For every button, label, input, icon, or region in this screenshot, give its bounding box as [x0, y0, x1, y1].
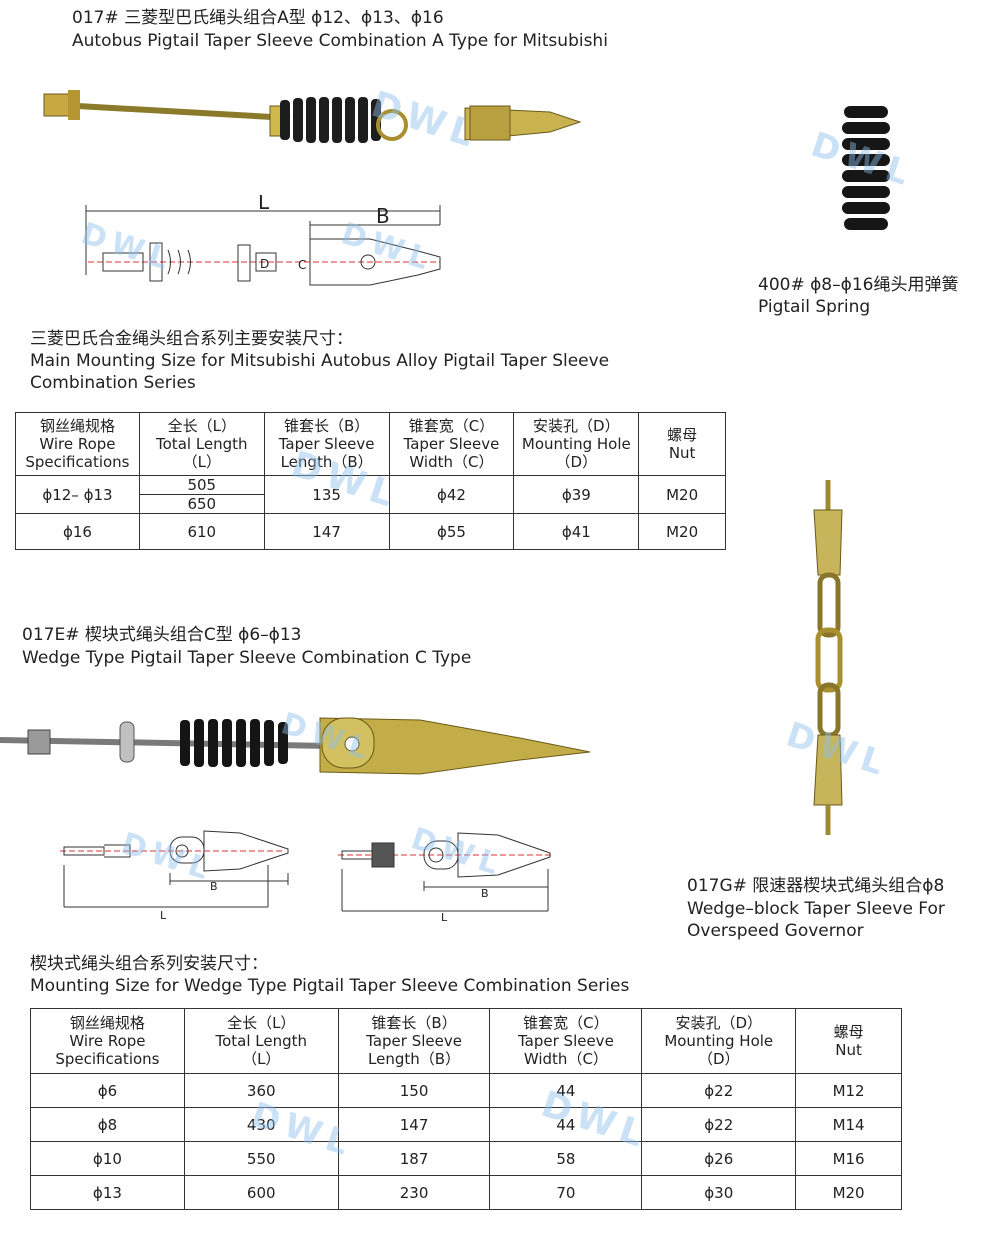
- cell-spec: ϕ12– ϕ13: [15, 475, 140, 514]
- product-g-title-en2: Overspeed Governor: [687, 921, 864, 941]
- cell-nut: M20: [638, 475, 726, 514]
- product-a-title-en: Autobus Pigtail Taper Sleeve Combination…: [72, 31, 608, 51]
- product-a-photo: [43, 90, 582, 143]
- table-a-caption-en1: Main Mounting Size for Mitsubishi Autobu…: [30, 351, 610, 371]
- pigtail-spring-photo: [842, 106, 890, 230]
- table-row: ϕ10 550 187 58 ϕ26 M16: [30, 1141, 902, 1176]
- table-a-caption-en2: Combination Series: [30, 373, 196, 393]
- cell-taper-length: 230: [337, 1175, 491, 1210]
- spring-title-en: Pigtail Spring: [758, 297, 871, 317]
- table-row: ϕ8 430 147 44 ϕ22 M14: [30, 1107, 902, 1142]
- diagram-c2-label-b: B: [481, 887, 489, 900]
- header-length: 全长（L）Total Length（L）: [183, 1008, 339, 1074]
- product-g-photo: [813, 480, 843, 835]
- cell-nut: M20: [795, 1175, 902, 1210]
- cell-spec: ϕ13: [30, 1175, 185, 1210]
- diagram-a-label-d: D: [260, 257, 269, 271]
- cell-hole: ϕ22: [641, 1107, 797, 1142]
- diagram-c2-label-l: L: [441, 911, 448, 924]
- header-length: 全长（L）Total Length（L）: [138, 412, 265, 476]
- cell-spec: ϕ16: [15, 513, 140, 550]
- product-a-diagram: L B C D: [85, 195, 441, 286]
- spring-title-cn: 400# ϕ8–ϕ16绳头用弹簧: [758, 275, 959, 295]
- cell-length: 650: [138, 494, 265, 514]
- cell-taper-length: 147: [337, 1107, 491, 1142]
- cell-spec: ϕ6: [30, 1073, 185, 1108]
- cell-taper-length: 150: [337, 1073, 491, 1108]
- cell-taper-width: ϕ55: [388, 513, 515, 550]
- table-row: 650: [16, 494, 726, 514]
- cell-taper-width: 44: [489, 1073, 643, 1108]
- cell-taper-length: 135: [263, 475, 390, 514]
- cell-length: 505: [138, 475, 265, 495]
- cell-length: 600: [183, 1175, 339, 1210]
- cell-taper-length: 187: [337, 1141, 491, 1176]
- table-row: ϕ12– ϕ13 505 135 ϕ42 ϕ39 M20: [15, 475, 726, 514]
- cell-taper-length: 147: [263, 513, 390, 550]
- table-c-caption-cn: 楔块式绳头组合系列安装尺寸：: [30, 954, 268, 974]
- cell-hole: ϕ30: [641, 1175, 797, 1210]
- diagram-a-label-c: C: [298, 258, 306, 272]
- cell-length: 550: [183, 1141, 339, 1176]
- cell-nut: M14: [795, 1107, 902, 1142]
- cell-nut: M20: [638, 513, 726, 550]
- diagram-a-label-b: B: [376, 204, 390, 228]
- diagram-c1-label-b: B: [210, 880, 218, 893]
- table-row: ϕ13 600 230 70 ϕ30 M20: [30, 1175, 902, 1210]
- table-c-caption-en: Mounting Size for Wedge Type Pigtail Tap…: [30, 976, 630, 996]
- cell-nut: M16: [795, 1141, 902, 1176]
- product-g-title-en1: Wedge–block Taper Sleeve For: [687, 899, 945, 919]
- product-c-photo: [0, 717, 591, 775]
- cell-hole: ϕ41: [513, 513, 640, 550]
- cell-hole: ϕ26: [641, 1141, 797, 1176]
- diagram-c1-label-l: L: [160, 909, 167, 922]
- product-c-diagram-2: B L: [338, 832, 553, 924]
- header-hole: 安装孔（D）Mounting Hole（D）: [513, 412, 640, 476]
- product-c-title-en: Wedge Type Pigtail Taper Sleeve Combinat…: [22, 648, 472, 668]
- product-c-title-cn: 017E# 楔块式绳头组合C型 ϕ6–ϕ13: [22, 625, 302, 645]
- product-g-title-cn: 017G# 限速器楔块式绳头组合ϕ8: [687, 876, 945, 896]
- table-row: ϕ16 610 147 ϕ55 ϕ41 M20: [15, 513, 726, 550]
- product-c-diagram-1: B L: [60, 830, 289, 922]
- cell-length: 610: [138, 513, 265, 550]
- cell-hole: ϕ39: [513, 475, 640, 514]
- cell-spec: ϕ10: [30, 1141, 185, 1176]
- header-hole: 安装孔（D）Mounting Hole（D）: [641, 1008, 797, 1074]
- table-row: ϕ6 360 150 44 ϕ22 M12: [30, 1073, 902, 1108]
- cell-spec: ϕ8: [30, 1107, 185, 1142]
- cell-hole: ϕ22: [641, 1073, 797, 1108]
- diagram-a-label-l: L: [258, 195, 270, 214]
- cell-taper-width: ϕ42: [388, 475, 515, 514]
- cell-nut: M12: [795, 1073, 902, 1108]
- table-a-caption-cn: 三菱巴氏合金绳头组合系列主要安装尺寸：: [30, 329, 353, 349]
- cell-taper-width: 70: [489, 1175, 643, 1210]
- product-a-title-cn: 017# 三菱型巴氏绳头组合A型 ϕ12、ϕ13、ϕ16: [72, 8, 444, 28]
